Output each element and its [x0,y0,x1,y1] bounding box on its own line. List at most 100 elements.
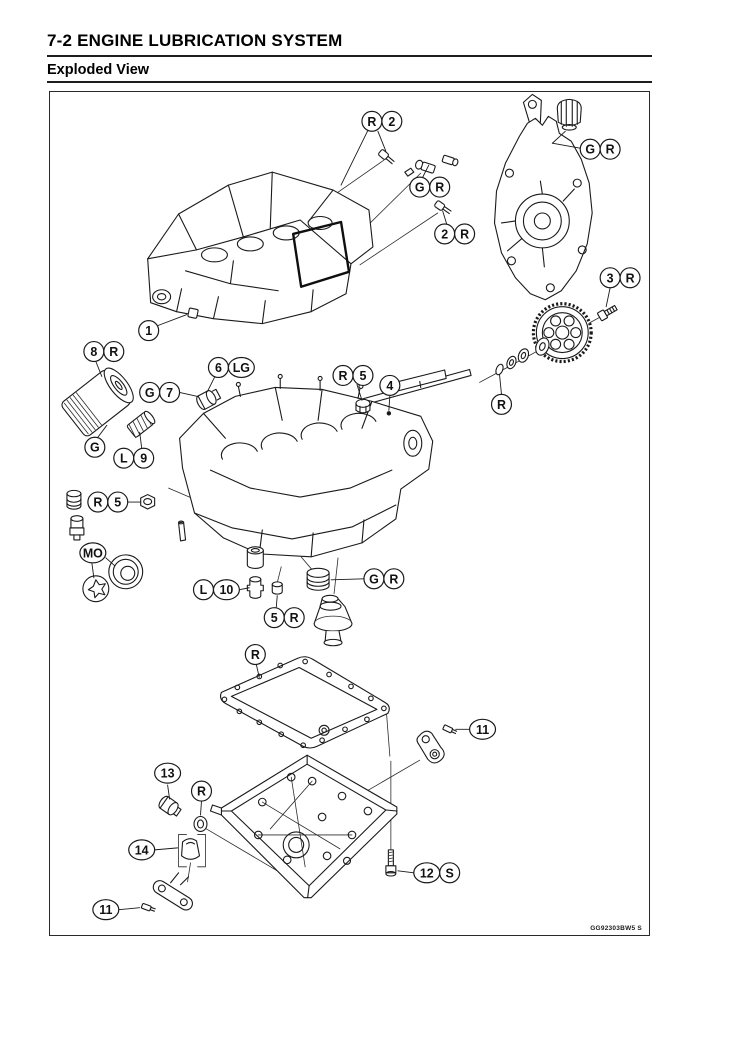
oil-pan-gasket [220,656,390,749]
exploded-view-diagram: R2GR2RGR3R18R6LGG7GL9R54RR5MOL10GR5RR111… [61,93,641,921]
svg-text:8: 8 [90,345,97,359]
svg-text:S: S [446,866,454,880]
page-title: 7-2 ENGINE LUBRICATION SYSTEM [47,31,343,50]
svg-text:1: 1 [145,324,152,338]
callout-r: R [244,643,266,678]
shaft-washers [495,337,550,376]
svg-text:14: 14 [135,843,149,857]
pump-nut [140,494,156,510]
section-heading: Exploded View [47,62,150,78]
svg-text:2: 2 [441,227,448,241]
oil-level-sensor-parts [140,795,208,912]
pan-bracket [416,724,458,764]
svg-text:R: R [197,785,206,799]
oil-pump-rotors [82,554,144,603]
svg-text:12: 12 [420,866,434,880]
oil-strainer [313,594,353,647]
callout-11: 11 [92,899,141,921]
oil-filter [61,367,134,437]
cylinder-block [147,171,374,325]
heading-rule [47,81,652,83]
svg-text:R: R [626,271,635,285]
title-rule [47,55,652,57]
oil-passage-plug [126,410,156,439]
callout-mo: MO [79,542,116,579]
svg-text:R: R [251,648,260,662]
callout-1: 1 [138,314,187,342]
svg-text:R: R [93,496,102,510]
svg-text:4: 4 [386,379,393,393]
callout-4: 4 [379,374,401,411]
svg-text:5: 5 [271,611,278,625]
svg-text:LG: LG [233,361,250,375]
svg-text:R: R [389,572,398,586]
callout-g: G [84,424,108,458]
callout-11: 11 [455,718,497,740]
locating-ball [386,411,392,416]
callout-r: R [190,780,213,816]
oil-pan [209,754,398,899]
svg-text:11: 11 [476,723,489,737]
svg-text:R: R [435,181,444,195]
svg-text:5: 5 [114,496,121,510]
rubber-cap [306,567,330,591]
callout-r: R [490,374,513,415]
pressure-plug [196,388,222,410]
small-fittings [66,489,85,541]
svg-text:11: 11 [99,903,112,917]
svg-text:R: R [339,369,348,383]
callout-13: 13 [154,762,182,800]
callout-l-10: L 10 [192,579,250,601]
svg-text:7: 7 [166,386,173,400]
svg-text:6: 6 [215,361,222,375]
svg-text:R: R [497,398,506,412]
callout-12-s: 12 S [397,862,461,884]
bushing [246,546,264,569]
svg-text:9: 9 [140,452,147,466]
svg-text:R: R [290,611,299,625]
svg-text:2: 2 [388,115,395,129]
svg-text:13: 13 [161,767,175,781]
pump-pin [178,520,187,542]
sprocket-bolt [597,304,618,322]
svg-text:5: 5 [359,369,366,383]
callout-6-lg: 6 LG [207,356,255,392]
svg-text:G: G [585,143,595,157]
svg-text:L: L [120,452,128,466]
svg-text:G: G [369,572,379,586]
callout-14: 14 [128,839,179,861]
figure-code: GG92303BW5 S [590,925,642,932]
svg-text:R: R [367,115,376,129]
svg-text:G: G [415,181,425,195]
svg-text:G: G [90,441,100,455]
mounting-screws [378,149,459,215]
relief-valve [246,576,264,599]
lower-crankcase [179,373,434,558]
svg-text:R: R [109,345,118,359]
small-plug [271,581,283,595]
svg-text:G: G [145,386,155,400]
svg-text:R: R [606,143,615,157]
drain-bolt [385,849,397,877]
svg-text:MO: MO [83,546,103,560]
oil-pump-chain-cover [493,93,593,301]
svg-text:L: L [200,583,208,597]
svg-text:R: R [460,227,469,241]
svg-text:3: 3 [607,271,614,285]
shaft-nut [355,398,371,414]
svg-text:10: 10 [219,583,233,597]
